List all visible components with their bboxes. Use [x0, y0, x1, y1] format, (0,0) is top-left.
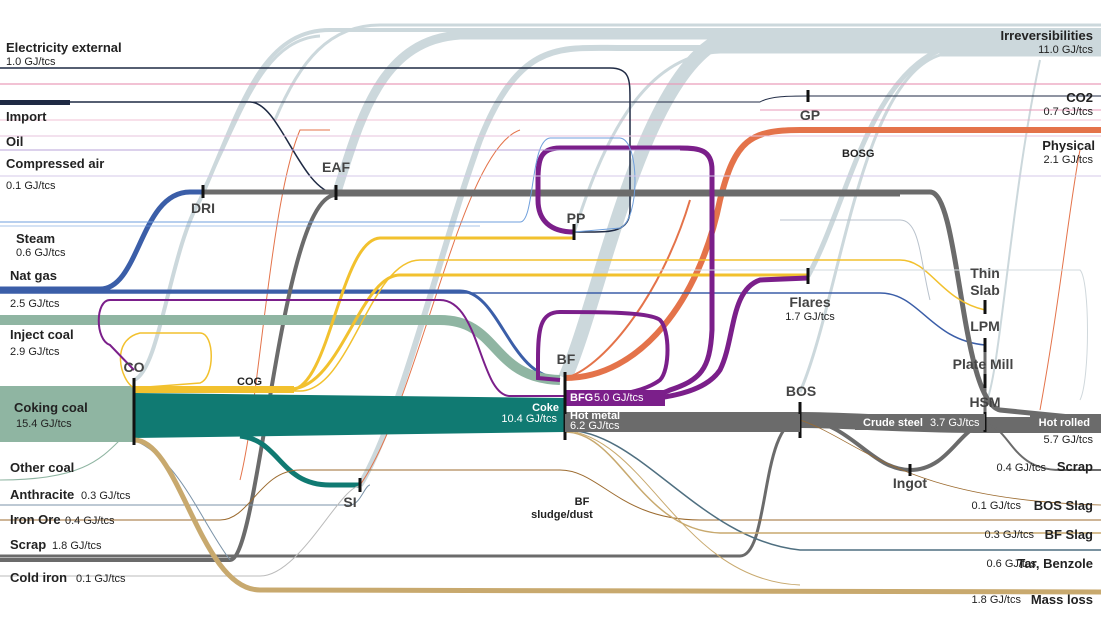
input-value-iron-ore: 0.4 GJ/tcs: [65, 515, 115, 527]
hot-metal-bar: [565, 414, 800, 432]
input-value-natgas: 2.5 GJ/tcs: [10, 298, 60, 310]
flow-label-bf-sludge-2: sludge/dust: [531, 509, 593, 521]
node-label-si: SI: [343, 494, 356, 510]
output-value-co2: 0.7 GJ/tcs: [1043, 106, 1093, 118]
flow-value-flares: 1.7 GJ/tcs: [785, 311, 835, 323]
node-label-hsm: HSM: [969, 394, 1000, 410]
output-label-physical: Physical: [1042, 138, 1095, 153]
input-label-steam: Steam: [16, 231, 55, 246]
electricity-flows: [0, 67, 1101, 233]
flow-value-hot-metal: 6.2 GJ/tcs: [570, 420, 620, 432]
node-label-flares: Flares: [789, 294, 830, 310]
input-label-electricity: Electricity external: [6, 40, 122, 55]
cog-bar: [134, 386, 294, 393]
input-label-scrap: Scrap: [10, 537, 46, 552]
input-label-other-coal: Other coal: [10, 460, 74, 475]
crude-steel-bar: [855, 414, 985, 430]
node-label-dri: DRI: [191, 200, 215, 216]
flow-label-bosg: BOSG: [842, 148, 874, 160]
input-value-electricity: 1.0 GJ/tcs: [6, 56, 56, 68]
node-label-pp: PP: [567, 210, 586, 226]
steam-flows: [0, 137, 636, 233]
minor-flows: [0, 135, 1101, 577]
flow-value-crude-steel: 3.7 GJ/tcs: [930, 417, 980, 429]
output-label-hot-rolled: Hot rolled: [1039, 417, 1090, 429]
node-label-co: CO: [124, 359, 145, 375]
output-label-tar-benzole: Tar, Benzole: [1017, 556, 1093, 571]
output-value-irreversibilities: 11.0 GJ/tcs: [1038, 44, 1093, 56]
input-value-steam: 0.6 GJ/tcs: [16, 247, 66, 259]
co2-flows: [0, 83, 1101, 121]
input-label-import: Import: [6, 109, 47, 124]
flow-label-hot-metal: Hot metal: [570, 410, 620, 422]
node-label-bos: BOS: [786, 383, 816, 399]
output-label-co2: CO2: [1066, 90, 1093, 105]
coke-flow: [134, 393, 565, 438]
flow-label-cog: COG: [237, 376, 262, 388]
output-label-bf-slag: BF Slag: [1045, 527, 1093, 542]
cog-flows: [119, 236, 986, 392]
input-label-iron-ore: Iron Ore: [10, 512, 61, 527]
output-label-bos-slag: BOS Slag: [1034, 498, 1093, 513]
output-value-physical: 2.1 GJ/tcs: [1043, 154, 1093, 166]
input-label-anthracite: Anthracite: [10, 487, 74, 502]
output-label-scrap: Scrap: [1057, 459, 1093, 474]
bfg-bar: [565, 390, 665, 406]
node-labels: EAF DRI PP GP CO BF BOS SI Ingot Flares …: [124, 107, 1014, 510]
flow-label-bf-sludge-1: BF: [575, 496, 590, 508]
output-value-tar-benzole: 0.6 GJ/tcs: [986, 558, 1036, 570]
input-label-compressed-air: Compressed air: [6, 156, 104, 171]
node-label-eaf: EAF: [322, 159, 350, 175]
output-value-bos-slag: 0.1 GJ/tcs: [971, 500, 1021, 512]
input-value-inject-coal: 2.9 GJ/tcs: [10, 346, 60, 358]
node-label-ingot: Ingot: [893, 475, 928, 491]
output-value-hot-rolled: 5.7 GJ/tcs: [1043, 434, 1093, 446]
flow-value-coke: 10.4 GJ/tcs: [501, 413, 557, 425]
massloss-flows: [133, 429, 1101, 595]
output-value-mass-loss: 1.8 GJ/tcs: [971, 594, 1021, 606]
input-label-coking-coal: Coking coal: [14, 400, 88, 415]
flow-value-bfg: 5.0 GJ/tcs: [594, 392, 644, 404]
node-label-slab: Slab: [970, 282, 1000, 298]
import-bar: [0, 100, 70, 105]
node-label-gp: GP: [800, 107, 820, 123]
flow-label-bfg: BFG: [570, 392, 593, 404]
node-label-plate-mill: Plate Mill: [953, 356, 1014, 372]
output-value-bf-slag: 0.3 GJ/tcs: [984, 529, 1034, 541]
flow-label-crude-steel: Crude steel: [863, 417, 923, 429]
output-value-scrap: 0.4 GJ/tcs: [996, 462, 1046, 474]
input-value-compressed-air: 0.1 GJ/tcs: [6, 180, 56, 192]
input-label-oil: Oil: [6, 134, 23, 149]
input-label-inject-coal: Inject coal: [10, 327, 74, 342]
coking-coal-bar: [0, 386, 134, 442]
input-value-scrap: 1.8 GJ/tcs: [52, 540, 102, 552]
flow-labels: COG BOSG BFG 5.0 GJ/tcs Coke 10.4 GJ/tcs…: [237, 148, 980, 521]
si-coke-flow: [239, 433, 360, 488]
node-label-bf: BF: [557, 351, 576, 367]
output-label-irreversibilities: Irreversibilities: [1001, 28, 1094, 43]
input-label-natgas: Nat gas: [10, 268, 57, 283]
input-label-cold-iron: Cold iron: [10, 570, 67, 585]
input-labels: Electricity external 1.0 GJ/tcs Import O…: [6, 40, 131, 585]
hot-rolled-bar: [1030, 414, 1101, 430]
node-label-lpm: LPM: [970, 318, 1000, 334]
output-labels: Irreversibilities 11.0 GJ/tcs CO2 0.7 GJ…: [971, 28, 1095, 607]
input-value-cold-iron: 0.1 GJ/tcs: [76, 573, 126, 585]
input-value-coking-coal: 15.4 GJ/tcs: [16, 418, 72, 430]
input-value-anthracite: 0.3 GJ/tcs: [81, 490, 131, 502]
node-label-thin: Thin: [970, 265, 1000, 281]
output-label-mass-loss: Mass loss: [1031, 592, 1093, 607]
flow-label-coke: Coke: [532, 402, 559, 414]
